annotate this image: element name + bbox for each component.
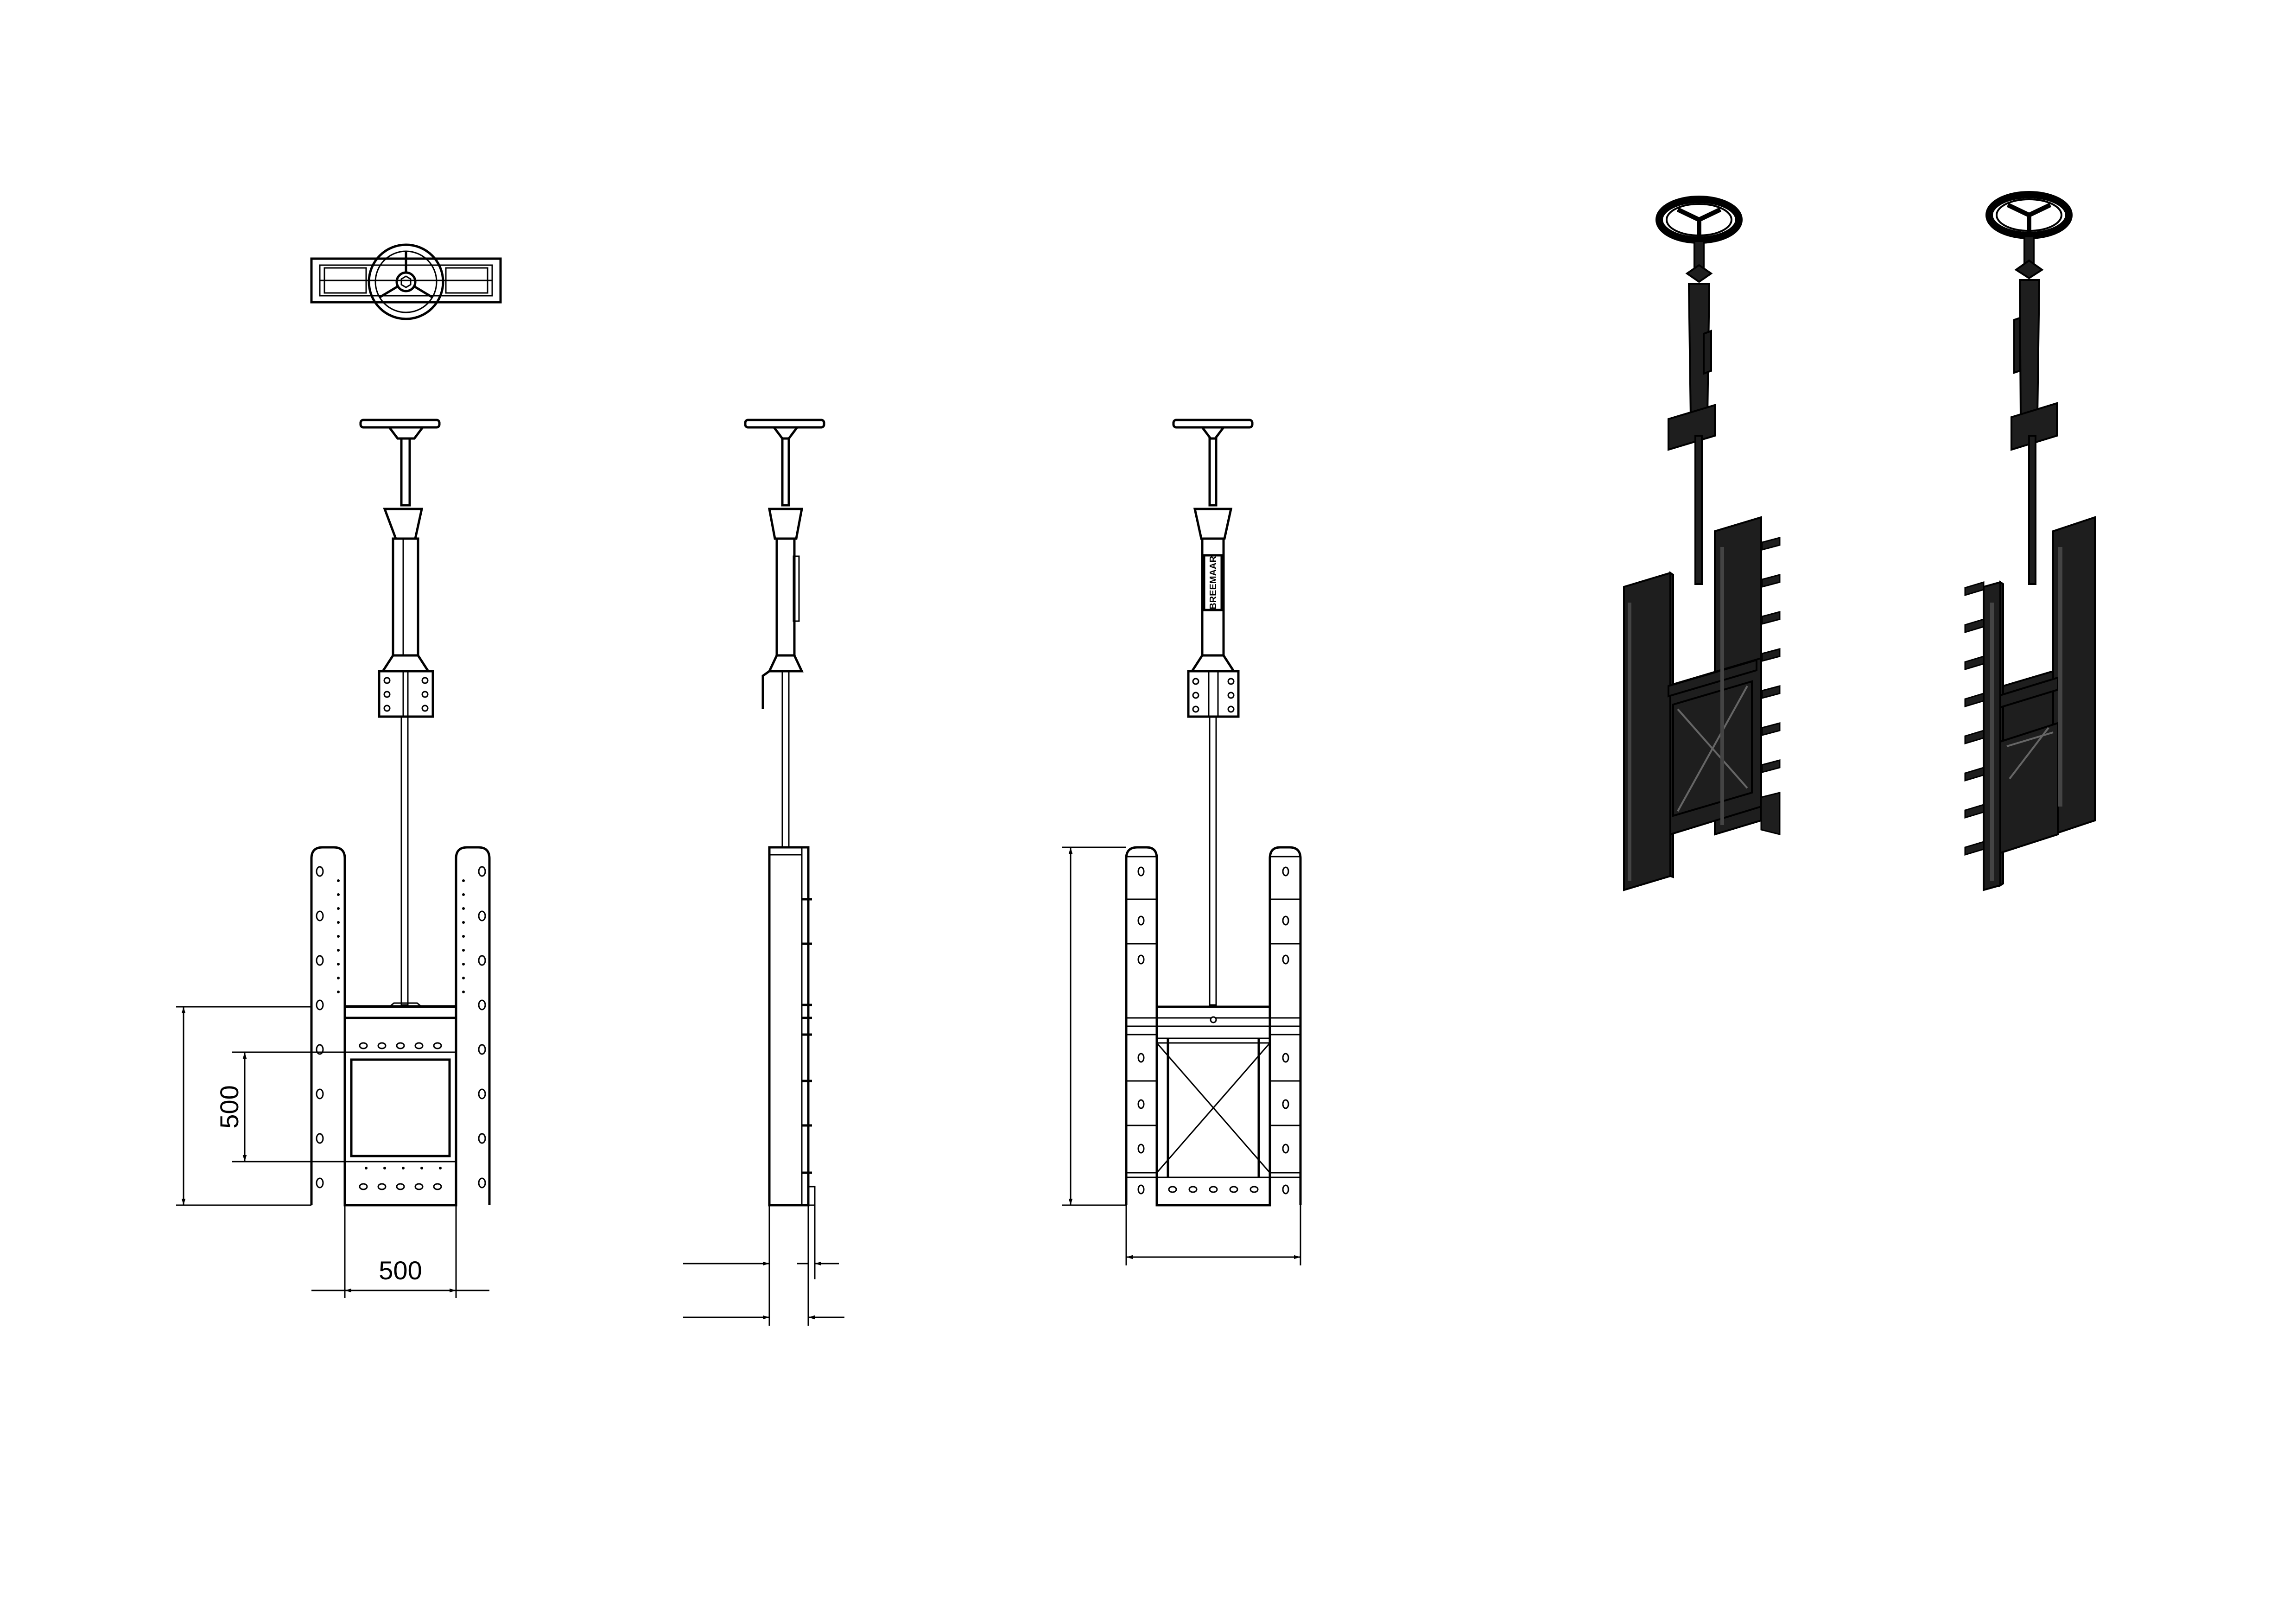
isometric-view-rear: [1964, 191, 2096, 891]
isometric-view-front: [1623, 196, 1781, 891]
rear-view: BREEMAAR: [1062, 419, 1302, 1265]
name-plate-text: BREEMAAR: [1208, 556, 1218, 610]
dimension-width-label: 500: [379, 1256, 422, 1285]
top-view: [310, 243, 502, 320]
front-view: 500 500: [176, 419, 491, 1298]
side-view: [683, 419, 844, 1326]
dimension-height-label: 500: [215, 1085, 244, 1128]
